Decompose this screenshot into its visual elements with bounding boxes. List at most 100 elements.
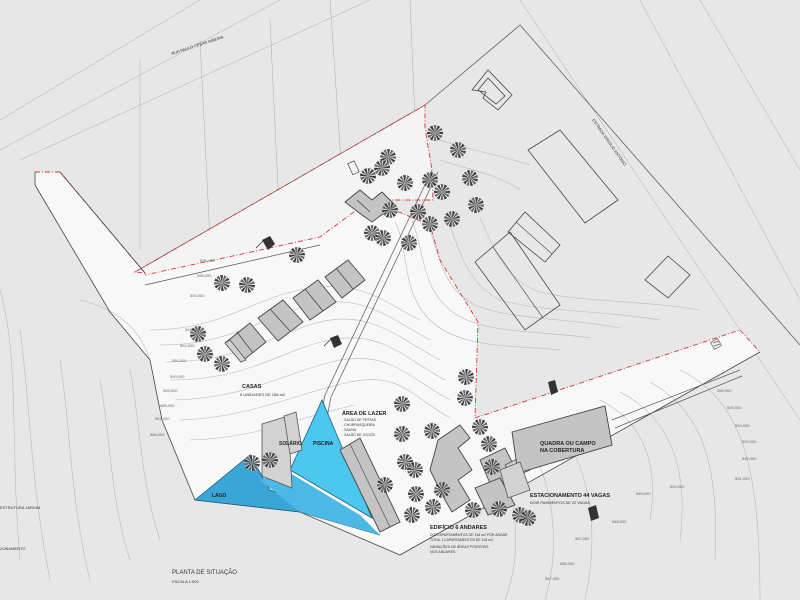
solario-deck-2 (283, 411, 303, 455)
elevation-label: 587,000 (545, 576, 560, 581)
site-area (35, 172, 760, 555)
tree (380, 149, 396, 165)
tree (425, 499, 441, 515)
elevation-label: 596,000 (717, 388, 732, 393)
tree (422, 172, 438, 188)
ramp (611, 338, 743, 429)
tree (465, 502, 481, 518)
lago-label: LAGO (212, 493, 227, 499)
site-edge-2 (59, 171, 146, 274)
quadra-label-2: NA COBERTURA (540, 448, 584, 454)
edificio-line: TOTAL 12 APARTAMENTOS DE 118 m2 (430, 538, 493, 542)
lazer-item: - CHURRASQUEIRA (342, 423, 376, 427)
left-label-2: ZONAMENTO (0, 546, 25, 551)
car-icon (323, 335, 342, 348)
tree (450, 142, 466, 158)
tree (458, 369, 474, 385)
tree (444, 211, 460, 227)
elevation-label: 587,000 (155, 416, 170, 421)
tree (394, 426, 410, 442)
tree (408, 486, 424, 502)
elevation-label: 588,000 (160, 403, 175, 408)
elevation-label: 596,000 (200, 258, 215, 263)
elevation-label: 592,000 (742, 456, 757, 461)
tree (457, 390, 473, 406)
tree (377, 477, 393, 493)
tree (374, 160, 390, 176)
elevation-label: 593,000 (742, 439, 757, 444)
houses (224, 259, 366, 363)
trees (190, 125, 536, 526)
leisure-building (339, 437, 401, 533)
tree (197, 346, 213, 362)
elevation-label: 594,000 (735, 423, 750, 428)
tree (214, 356, 230, 372)
car-icon (255, 236, 275, 250)
elevation-label: 590,000 (170, 374, 185, 379)
lazer-label: ÁREA DE LAZER (342, 410, 386, 417)
north-house (344, 160, 396, 223)
edificio-line: VARIAÇÕES DE ÁREAS POSSÍVEIS (430, 544, 489, 549)
elevation-label: 588,000 (612, 519, 627, 524)
elevation-label: 592,000 (180, 343, 195, 348)
sports-court (499, 405, 613, 499)
tree (434, 184, 450, 200)
elevation-label: 587,000 (575, 536, 590, 541)
edificio-line: DOIS APARTAMENTOS DE 118 m2 POR ANDAR (430, 533, 508, 537)
estacionamento-sub-label: DOIS PAVIMENTOS DE 22 VAGAS (530, 501, 591, 505)
edificio-line: NOS ANDARES (430, 550, 456, 554)
plan-title: PLANTA DE SITUAÇÃO (172, 569, 237, 576)
edificio-label: EDIFÍCIO 6 ANDARES (430, 523, 487, 531)
tree (394, 396, 410, 412)
tree (407, 462, 423, 478)
tree (190, 326, 206, 342)
elevation-label: 593,000 (185, 327, 200, 332)
elevation-label: 586,000 (150, 432, 165, 437)
tree (244, 455, 260, 471)
tree (422, 216, 438, 232)
lazer-item: - SAUNA (342, 428, 357, 432)
car-icon (588, 505, 599, 521)
north-area (135, 105, 433, 273)
tree (481, 436, 497, 452)
casas-label: CASAS (242, 384, 262, 390)
tree (262, 452, 278, 468)
tree (472, 419, 488, 435)
elevation-label: 590,000 (670, 484, 685, 489)
tree (239, 277, 255, 293)
solario-label: SOLÁRIO (279, 440, 302, 447)
site-edge (34, 184, 761, 556)
roof-building (474, 211, 561, 331)
solario-deck (261, 415, 293, 489)
tree (468, 197, 484, 213)
elevation-label: 591,000 (735, 476, 750, 481)
tree (434, 482, 450, 498)
left-label-1: ESTRUTURA JARDIM (0, 505, 40, 510)
tree (404, 507, 420, 523)
neighbour-buildings (471, 69, 691, 299)
elevation-label: 589,000 (163, 388, 178, 393)
elevation-label: 595,000 (727, 405, 742, 410)
elevation-label: 589,000 (636, 491, 651, 496)
piscina-label: PISCINA (313, 441, 334, 447)
tree (462, 170, 478, 186)
tree (214, 275, 230, 291)
tree (410, 204, 426, 220)
tree (360, 168, 376, 184)
red-boundary-2 (369, 199, 741, 419)
lazer-item: - SALÃO DE JOGOS (342, 432, 376, 437)
tree (427, 125, 443, 141)
estacionamento-label: ESTACIONAMENTO 44 VAGAS (530, 493, 610, 499)
tree (382, 202, 398, 218)
quadra-label: QUADRA OU CAMPO (540, 441, 596, 447)
elevation-labels: 596,000 595,000 594,000 593,000 592,000 591,0… (150, 258, 757, 581)
elevation-label: 595,000 (197, 273, 212, 278)
tree (491, 501, 507, 517)
elevation-label: 586,000 (560, 561, 575, 566)
tree (484, 459, 500, 475)
tree (375, 230, 391, 246)
tree (520, 510, 536, 526)
tree (401, 235, 417, 251)
red-boundary-3 (739, 329, 761, 353)
